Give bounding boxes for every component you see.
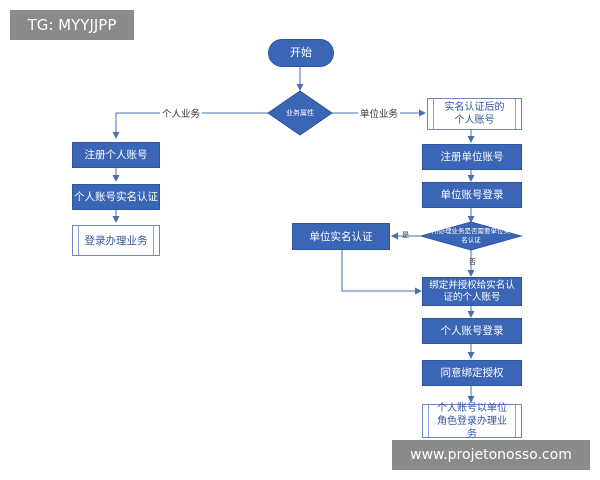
personal-verify-node: 个人账号实名认证 bbox=[72, 184, 160, 210]
register-unit-node: 注册单位账号 bbox=[422, 144, 522, 170]
personal-login-business-node: 登录办理业务 bbox=[72, 225, 160, 256]
edge-label-yes: 是 bbox=[402, 231, 409, 239]
edge-personal-business bbox=[112, 112, 268, 139]
edge-label-unit-business: 单位业务 bbox=[358, 106, 401, 120]
verified-personal-account-node: 实名认证后的个人账号 bbox=[427, 98, 522, 130]
edge-unit-verify-to-bind bbox=[341, 250, 422, 295]
edge-label-no: 否 bbox=[469, 258, 476, 266]
decision-business-type bbox=[267, 90, 333, 136]
edge-label-personal-business: 个人业务 bbox=[160, 106, 203, 120]
decision-needs-unit-verify bbox=[419, 221, 523, 251]
unit-verify-node: 单位实名认证 bbox=[292, 223, 390, 250]
unit-login-node: 单位账号登录 bbox=[422, 182, 522, 208]
personal-register-node: 注册个人账号 bbox=[72, 142, 160, 168]
bind-authorize-node: 绑定并授权给实名认证的个人账号 bbox=[422, 277, 522, 306]
watermark-top-left: TG: MYYJJPP bbox=[10, 10, 134, 40]
decision-business-type-label: 业务属性 bbox=[286, 109, 314, 117]
start-node: 开始 bbox=[268, 39, 334, 67]
watermark-bottom-right: www.projetonosso.com bbox=[392, 440, 590, 470]
personal-login-node: 个人账号登录 bbox=[422, 318, 522, 344]
personal-as-unit-node: 个人账号以单位角色登录办理业务 bbox=[422, 403, 522, 440]
agree-bind-node: 同意绑定授权 bbox=[422, 360, 522, 386]
decision-needs-unit-verify-label: 所办理业务是否需要单位实名认证 bbox=[432, 227, 510, 244]
